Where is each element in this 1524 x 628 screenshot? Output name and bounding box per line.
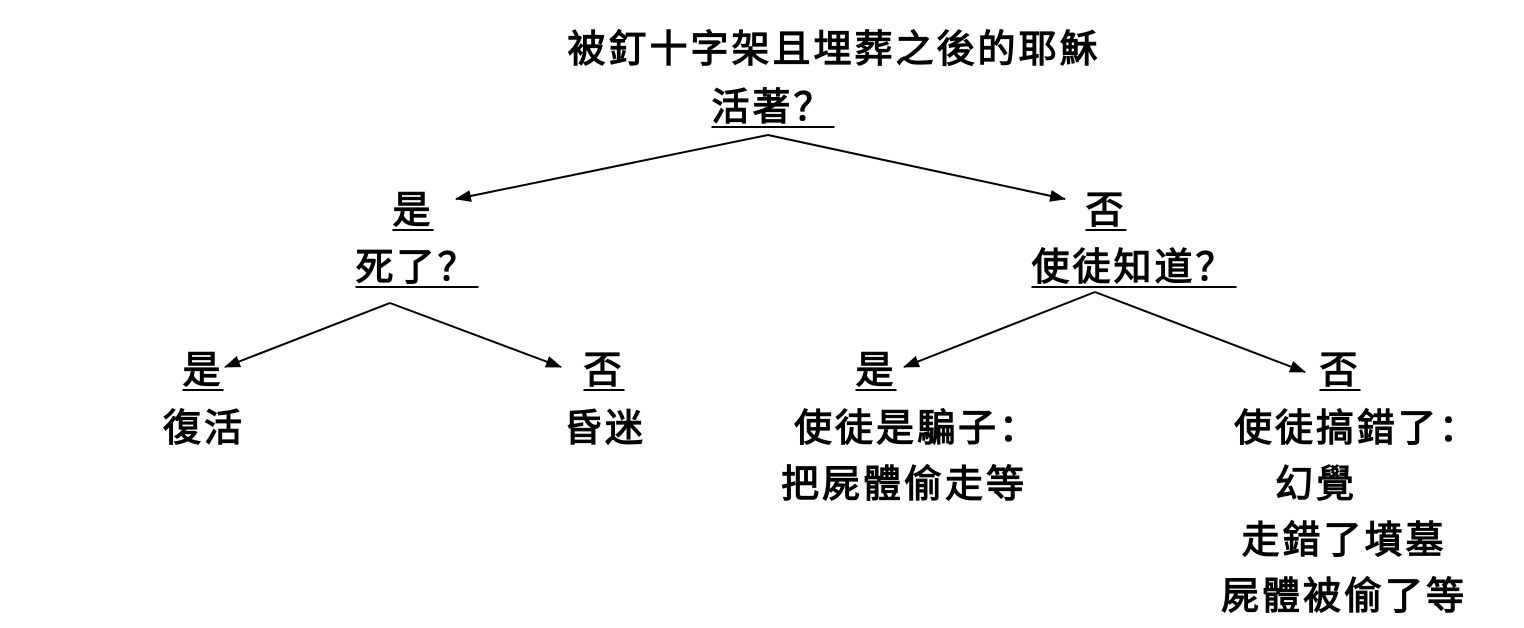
right-answer: 否	[1085, 188, 1127, 232]
arrow-apostles-to-no	[1094, 291, 1306, 373]
root-question: 活著？	[711, 85, 835, 129]
right-no-answer: 否	[1319, 348, 1361, 392]
left-yes-answer: 是	[182, 348, 224, 392]
arrow-root-to-yes	[455, 134, 769, 202]
arrow-root-to-no	[767, 134, 1066, 202]
arrow-apostles-to-yes	[903, 291, 1096, 368]
arrow-dead-to-no	[389, 302, 562, 368]
left-answer: 是	[392, 188, 434, 232]
right-yes-answer: 是	[855, 348, 897, 392]
right-no-outcome-line-4: 屍體被偷了等	[1220, 574, 1468, 618]
arrow-dead-to-yes	[224, 302, 391, 368]
left-yes-outcome: 復活	[162, 406, 246, 450]
right-question: 使徒知道？	[1031, 245, 1237, 289]
left-no-outcome: 昏迷	[563, 406, 647, 450]
right-no-outcome-line-2: 幻覺	[1274, 462, 1358, 506]
right-no-outcome-line-3: 走錯了墳墓	[1241, 518, 1447, 562]
root-title: 被釘十字架且埋葬之後的耶穌	[567, 27, 1101, 71]
right-yes-outcome-line-2: 把屍體偷走等	[780, 462, 1028, 506]
left-no-answer: 否	[583, 348, 625, 392]
right-yes-outcome-line-1: 使徒是騙子：	[793, 406, 1041, 450]
right-no-outcome-line-1: 使徒搞錯了：	[1233, 406, 1481, 450]
left-question: 死了？	[355, 245, 479, 289]
